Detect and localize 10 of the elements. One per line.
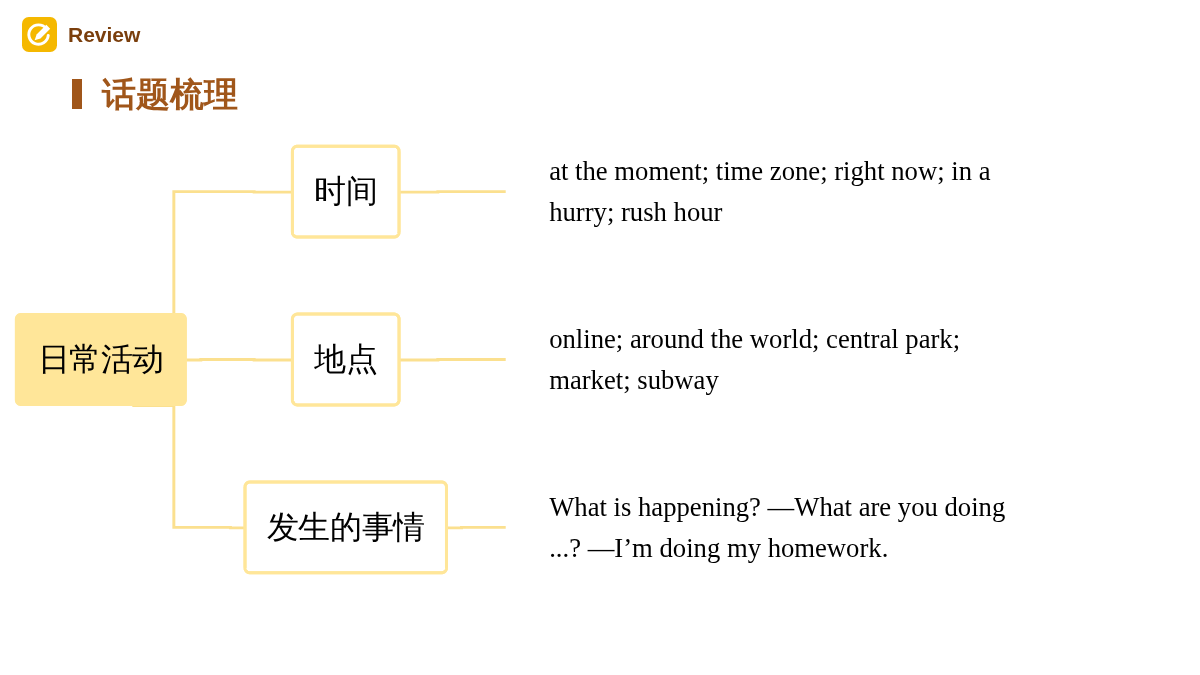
connector <box>399 358 506 362</box>
node-text: What is happening? —What are you doing ...? —I’m doing my homework. <box>549 492 1006 562</box>
connector <box>399 190 506 194</box>
section-label: Review <box>68 22 141 47</box>
connector <box>132 403 246 530</box>
title: 话题梳理 <box>102 74 238 115</box>
connector <box>186 358 293 362</box>
node-text: online; around the world; central park; market; subway <box>549 324 961 395</box>
connector <box>446 525 506 530</box>
node-text: at the moment; time zone; right now; in a hurry; rush hour <box>549 156 991 227</box>
